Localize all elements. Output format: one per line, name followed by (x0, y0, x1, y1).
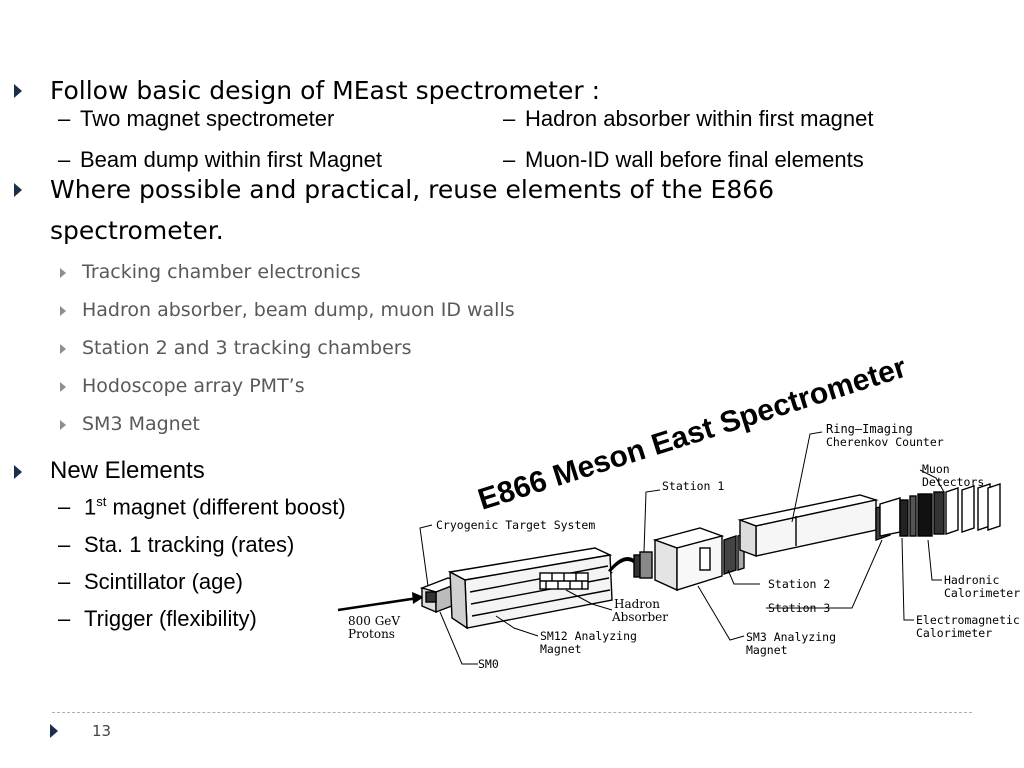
sub-bullet-marker (60, 268, 66, 278)
sm12-magnet (447, 547, 613, 630)
first-number: 1 (84, 494, 97, 520)
cherenkov-counter (737, 494, 879, 558)
sub-bullet-marker (60, 306, 66, 316)
sub-bullet-marker (60, 382, 66, 392)
label-cryogenic: Cryogenic Target System (436, 518, 595, 532)
sub-two-magnet: Two magnet spectrometer (80, 106, 335, 131)
label-station1: Station 1 (662, 479, 724, 493)
sub-muon-id: Muon-ID wall before final elements (525, 147, 864, 172)
label-station2: Station 2 (768, 577, 830, 591)
sub-bullet-marker (60, 344, 66, 354)
bullet-marker (14, 84, 22, 98)
sub-sta1: Sta. 1 tracking (rates) (84, 532, 295, 557)
bullet-reuse-line2: spectrometer. (50, 216, 224, 245)
dash-item: – (58, 606, 71, 631)
label-sm3-magnet: Magnet (746, 643, 788, 657)
sub-item-hadron: Hadron absorber, beam dump, muon ID wall… (82, 299, 515, 321)
bullet-reuse-line1: Where possible and practical, reuse elem… (50, 175, 775, 204)
sub-scintillator: Scintillator (age) (84, 569, 243, 594)
label-protons: Protons (348, 627, 395, 641)
sm3-magnet (652, 527, 725, 592)
label-ring-imaging: Ring–Imaging (826, 422, 913, 436)
label-detectors: Detectors (922, 475, 984, 489)
label-hadronic: Hadronic (944, 573, 999, 587)
dash-item: – (58, 569, 71, 594)
label-sm3: SM3 Analyzing (746, 630, 836, 644)
beam-arrow (337, 596, 419, 612)
station1-chamber (633, 551, 653, 579)
sub-item-station: Station 2 and 3 tracking chambers (82, 337, 412, 359)
label-sm12-magnet: Magnet (540, 642, 582, 656)
dash-item: – (503, 106, 516, 131)
label-cherenkov: Cherenkov Counter (826, 435, 944, 449)
first-magnet-text: magnet (different boost) (112, 494, 346, 520)
dash-item: – (58, 106, 71, 131)
label-electromagnetic: Electromagnetic (916, 613, 1020, 627)
muon-detectors (945, 483, 1001, 535)
sub-hadron-absorber: Hadron absorber within first magnet (525, 106, 874, 131)
dash-item: – (58, 147, 71, 172)
dash-item: – (58, 532, 71, 557)
calorimeters (899, 491, 945, 537)
sub-beam-dump: Beam dump within first Magnet (80, 147, 383, 172)
label-sm0: SM0 (478, 657, 499, 671)
leader-lines (419, 431, 945, 665)
footer-marker (50, 724, 58, 738)
page-number: 13 (92, 722, 112, 740)
bullet-marker (14, 183, 22, 197)
footer-divider (52, 712, 972, 713)
label-station3: Station 3 (768, 601, 830, 615)
sub-bullet-marker (60, 420, 66, 430)
label-sm12: SM12 Analyzing (540, 629, 637, 643)
sub-trigger: Trigger (flexibility) (84, 606, 257, 631)
sub-item-tracking: Tracking chamber electronics (82, 261, 361, 283)
label-hadron: Hadron (614, 597, 660, 611)
beam-arrowhead (412, 592, 424, 604)
station3-chambers (875, 497, 901, 541)
label-hadronic-calorimeter: Calorimeter (944, 586, 1020, 600)
sub-item-hodoscope: Hodoscope array PMT’s (82, 375, 305, 397)
dash-item: – (58, 494, 71, 519)
first-superscript: st (96, 494, 107, 509)
bullet-marker (14, 465, 22, 479)
bullet-new-elements: New Elements (50, 457, 205, 484)
label-em-calorimeter: Calorimeter (916, 626, 992, 640)
label-muon: Muon (922, 462, 950, 476)
label-absorber: Absorber (611, 610, 668, 624)
sub-first-magnet: 1st magnet (different boost) (84, 494, 346, 520)
bullet-follow-design: Follow basic design of MEast spectromete… (50, 76, 601, 105)
label-800gev: 800 GeV (348, 614, 400, 628)
dash-item: – (503, 147, 516, 172)
sub-item-sm3: SM3 Magnet (82, 413, 200, 435)
